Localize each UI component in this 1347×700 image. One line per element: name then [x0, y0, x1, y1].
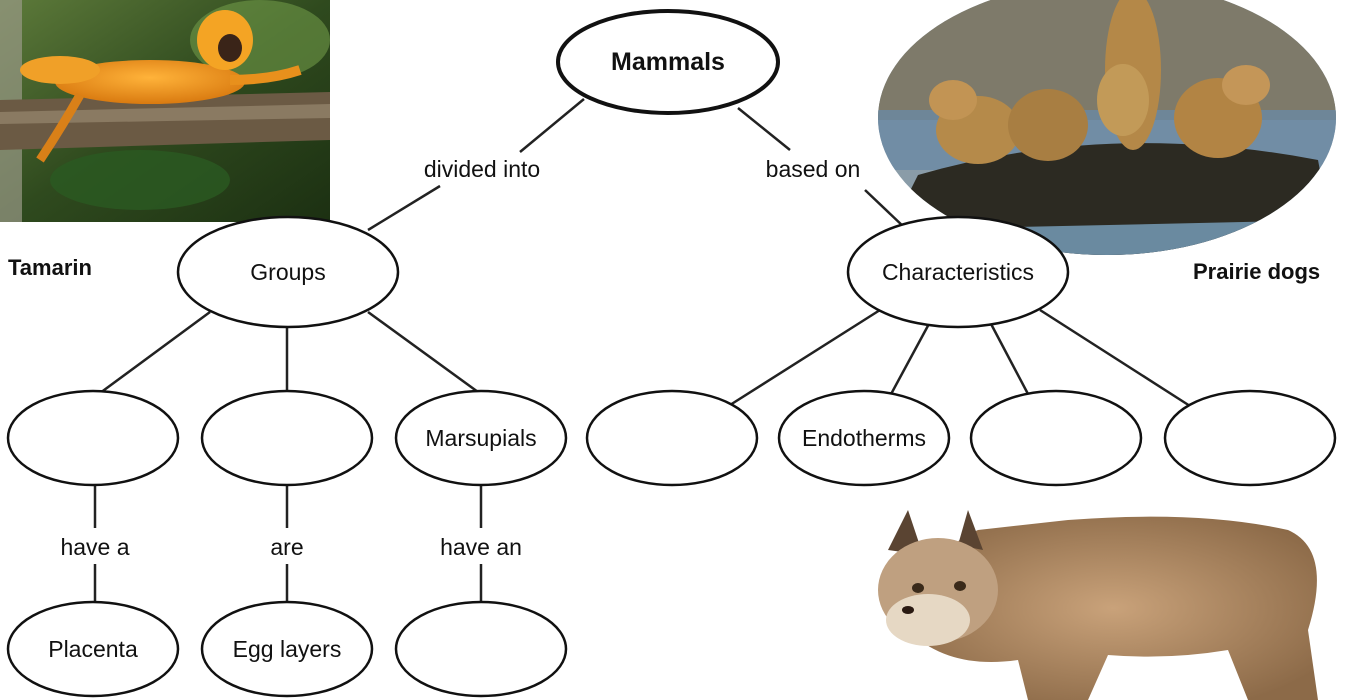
label-marsupials: Marsupials [425, 425, 536, 451]
label-characteristics: Characteristics [882, 259, 1034, 285]
label-mammals: Mammals [611, 48, 725, 76]
link-divided-into: divided into [424, 156, 540, 182]
node-group-blank-2 [202, 391, 372, 485]
link-have-an: have an [440, 534, 522, 560]
link-based-on: based on [766, 156, 861, 182]
node-characteristic-blank-3 [971, 391, 1141, 485]
node-marsupial-leaf-blank [396, 602, 566, 696]
node-group-blank-1 [8, 391, 178, 485]
link-have-a: have a [60, 534, 129, 560]
connector-lines [95, 99, 1190, 606]
label-egg-layers: Egg layers [233, 636, 342, 662]
link-are: are [270, 534, 303, 560]
label-endotherms: Endotherms [802, 425, 926, 451]
node-characteristic-blank-1 [587, 391, 757, 485]
label-placenta: Placenta [48, 636, 138, 662]
label-groups: Groups [250, 259, 325, 285]
node-characteristic-blank-4 [1165, 391, 1335, 485]
